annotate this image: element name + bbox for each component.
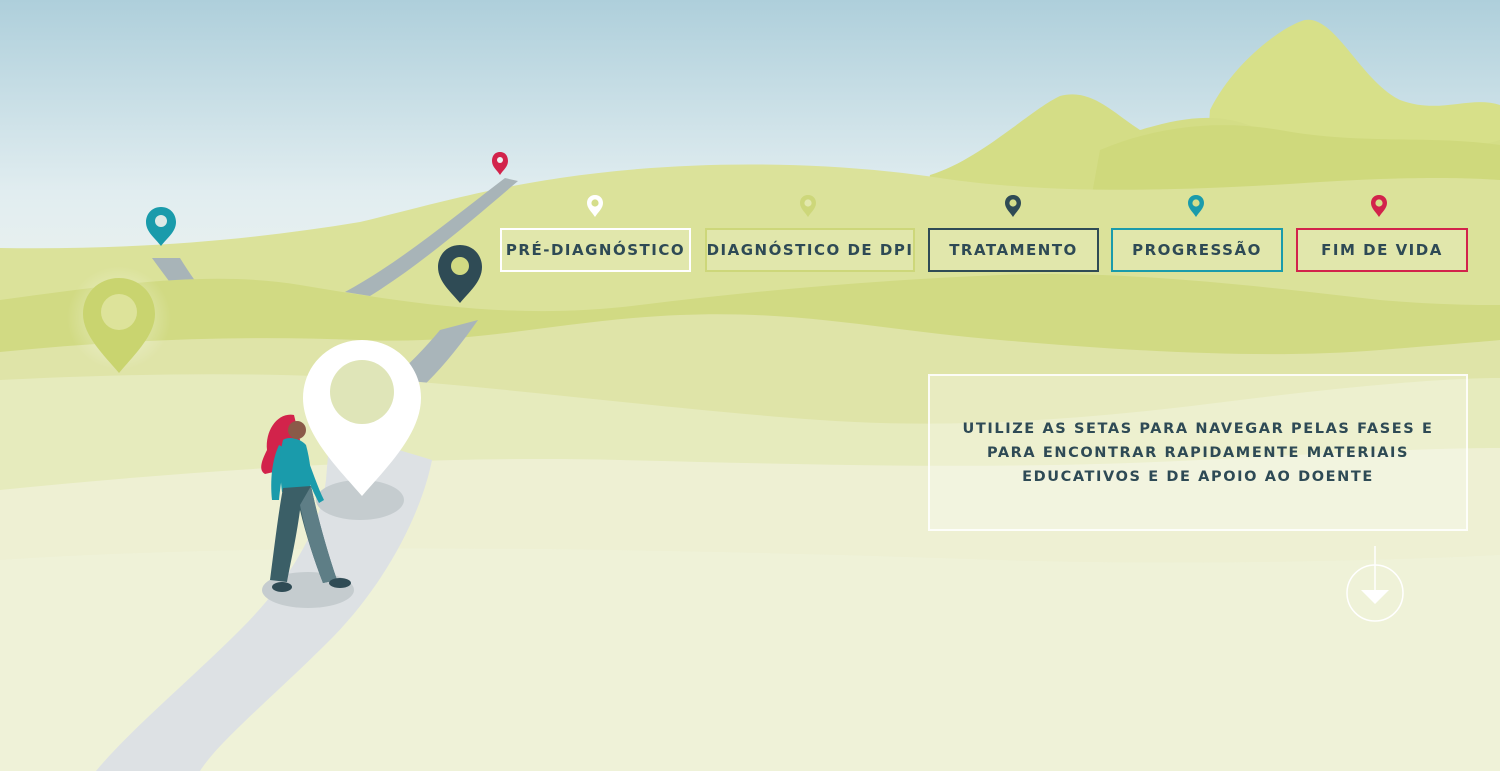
instructions-box: UTILIZE AS SETAS PARA NAVEGAR PELAS FASE… bbox=[928, 374, 1468, 531]
map-pin-icon bbox=[1188, 195, 1204, 217]
map-pin-icon bbox=[587, 195, 603, 217]
teal-pin-icon bbox=[146, 207, 176, 246]
phase-button-progressao[interactable]: PROGRESSÃO bbox=[1111, 228, 1283, 272]
phase-button-fim-de-vida[interactable]: FIM DE VIDA bbox=[1296, 228, 1468, 272]
map-pin-icon bbox=[1371, 195, 1387, 217]
large-white-pin-icon bbox=[303, 340, 421, 496]
phase-button-pre-diagnostico[interactable]: PRÉ-DIAGNÓSTICO bbox=[500, 228, 691, 272]
map-pin-icon bbox=[1005, 195, 1021, 217]
red-pin-icon bbox=[492, 152, 508, 175]
pin-shadow bbox=[316, 480, 404, 520]
walking-woman-figure bbox=[261, 414, 351, 592]
arrow-down-circle-icon[interactable] bbox=[1344, 546, 1406, 624]
dark-pin-icon bbox=[438, 245, 482, 303]
map-pin-icon bbox=[800, 195, 816, 217]
back-road-right bbox=[345, 178, 518, 296]
green-pin-icon bbox=[67, 266, 171, 373]
instructions-text: UTILIZE AS SETAS PARA NAVEGAR PELAS FASE… bbox=[962, 420, 1434, 485]
phase-button-tratamento[interactable]: TRATAMENTO bbox=[928, 228, 1099, 272]
phase-button-diagnostico-de-dpi[interactable]: DIAGNÓSTICO DE DPI bbox=[705, 228, 915, 272]
foreground-band bbox=[0, 548, 1500, 771]
